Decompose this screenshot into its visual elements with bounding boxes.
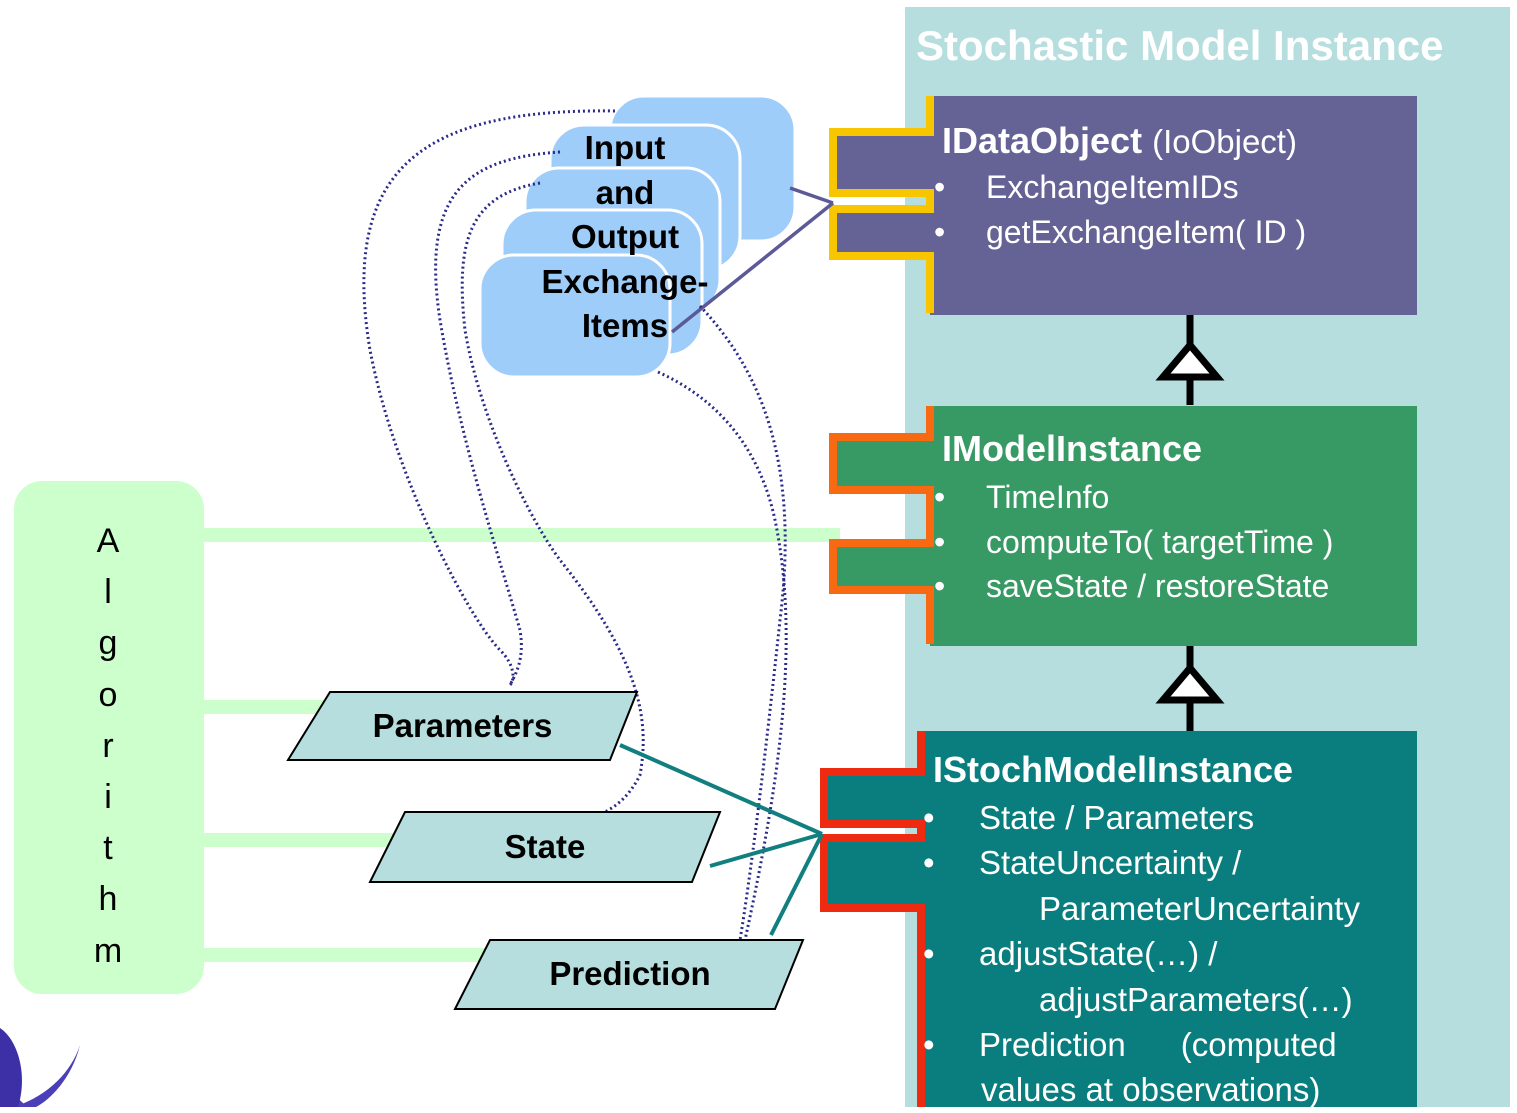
istochmodelinstance-items: State / Parameters StateUncertainty / Pa…	[921, 795, 1360, 1113]
exchange-items-line: and	[595, 173, 655, 211]
algorithm-letter: o	[98, 675, 118, 714]
algorithm-box	[14, 481, 204, 994]
algorithm-letter: m	[93, 931, 123, 970]
list-item: adjustState(…) /	[921, 931, 1360, 977]
algorithm-letter: r	[102, 726, 114, 765]
list-item: TimeInfo	[932, 475, 1333, 520]
algorithm-letter: l	[104, 573, 112, 612]
list-item: values at observations)	[981, 1071, 1321, 1109]
algorithm-letter: t	[103, 829, 113, 868]
exchange-items-line: Output	[570, 218, 680, 256]
algorithm-letter: i	[104, 778, 112, 817]
prediction-io-shape	[453, 939, 805, 1010]
idataobject-title-line: IDataObject (IoObject)	[942, 120, 1297, 162]
list-item: State / Parameters	[921, 795, 1360, 841]
list-item: ParameterUncertainty	[1039, 889, 1360, 927]
idataobject-port	[829, 96, 934, 313]
exchange-items-line: Input	[584, 129, 666, 166]
list-item: saveState / restoreState	[932, 564, 1333, 609]
exchange-items-line: Exchange-	[541, 262, 709, 300]
inheritance-arrow-icon	[1155, 315, 1225, 731]
istochmodelinstance-title: IStochModelInstance	[933, 749, 1294, 790]
panel-title: Stochastic Model Instance	[916, 22, 1444, 69]
imodelinstance-title: IModelInstance	[942, 428, 1203, 469]
imodelinstance-port	[829, 406, 934, 644]
algorithm-letter: g	[98, 624, 118, 663]
exchange-items-cloud-stack	[478, 94, 797, 379]
imodelinstance-items: TimeInfo computeTo( targetTime ) saveSta…	[932, 475, 1333, 609]
algorithm-letter: h	[98, 880, 118, 919]
list-item: ExchangeItemIDs	[932, 165, 1306, 210]
list-item: computeTo( targetTime )	[932, 520, 1333, 565]
io-connectors	[619, 743, 824, 936]
state-io-shape	[368, 811, 722, 883]
parameters-label: Parameters	[372, 707, 553, 744]
algorithm-letter: A	[96, 522, 120, 560]
list-item: adjustParameters(…)	[1039, 980, 1353, 1018]
exchange-items-label: Input and Output Exchange- Items	[530, 126, 720, 349]
idataobject-subtitle: (IoObject)	[1152, 123, 1297, 160]
prediction-label: Prediction	[549, 955, 711, 992]
prediction-item-label: Prediction	[979, 1026, 1126, 1064]
algorithm-connectors	[190, 528, 840, 962]
exchange-items-line: Items	[581, 307, 669, 345]
state-label: State	[504, 828, 586, 865]
parameters-io-shape	[286, 691, 639, 761]
dotted-links	[362, 109, 788, 941]
idataobject-items: ExchangeItemIDs getExchangeItem( ID )	[932, 165, 1306, 254]
algorithm-label: A l g o r i t h m	[80, 516, 136, 977]
list-item: StateUncertainty /	[921, 840, 1360, 886]
list-item: getExchangeItem( ID )	[932, 210, 1306, 255]
idataobject-title: IDataObject	[942, 120, 1143, 161]
list-item: Prediction (computed	[921, 1022, 1360, 1068]
exchange-item-connectors	[670, 186, 835, 334]
prediction-item-note: (computed	[1180, 1026, 1337, 1064]
